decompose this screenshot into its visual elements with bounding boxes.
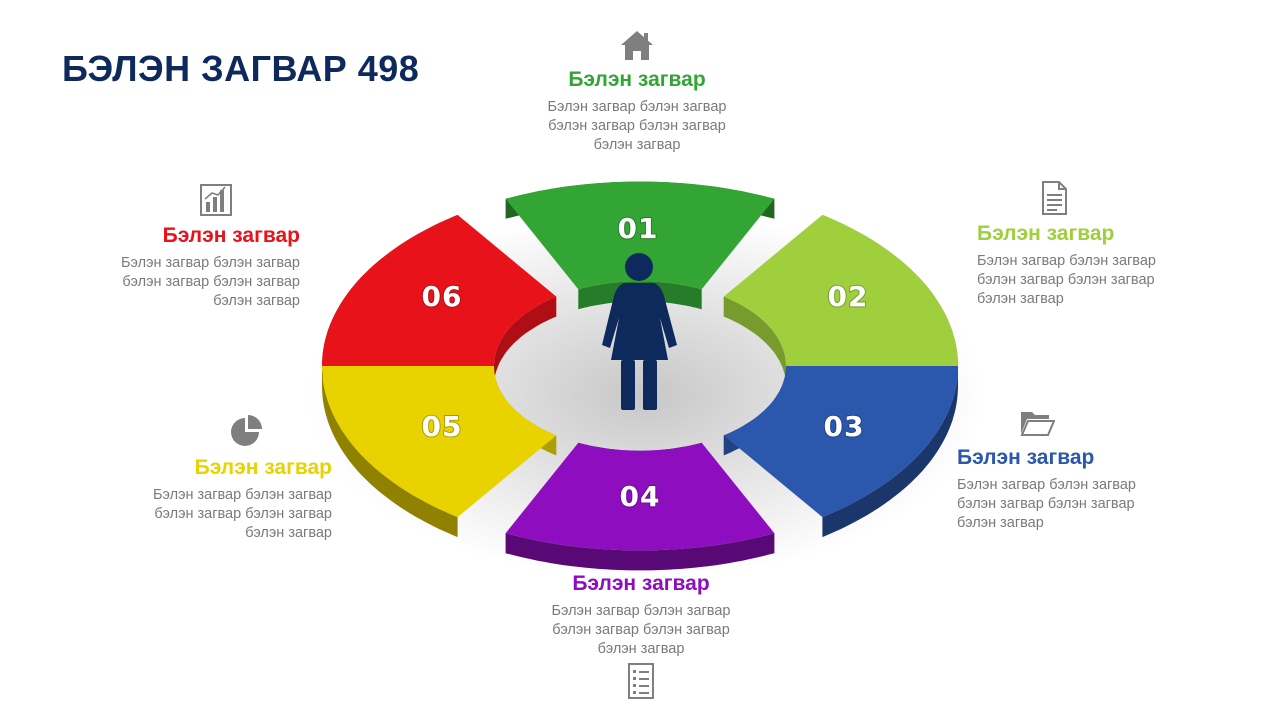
segment-02-number: 02 — [828, 280, 869, 313]
segment-06-text: Бэлэн загвар бэлэн загвар бэлэн загвар б… — [121, 255, 300, 309]
segment-01-info: Бэлэн загвар Бэлэн загвар бэлэн загвар б… — [517, 28, 757, 155]
segment-05-number: 05 — [422, 410, 463, 443]
segment-02-top — [723, 214, 958, 366]
segment-01-top — [505, 181, 775, 290]
segment-02-heading: Бэлэн загвар — [977, 222, 1115, 245]
segment-01-text: Бэлэн загвар бэлэн загвар бэлэн загвар б… — [547, 99, 727, 153]
segment-06-inner-side — [494, 296, 557, 386]
segment-04-text: Бэлэн загвар бэлэн загвар бэлэн загвар б… — [551, 603, 731, 657]
segment-04-info: Бэлэн загвар Бэлэн загвар бэлэн загвар б… — [521, 572, 761, 699]
home-icon — [621, 31, 653, 60]
bar-chart-icon — [200, 184, 232, 216]
woman-icon — [602, 253, 677, 410]
document-icon — [1042, 181, 1067, 215]
segment-05-top — [322, 366, 557, 518]
segment-05-outer-side — [322, 366, 458, 538]
segment-01-number: 01 — [618, 212, 659, 245]
folder-icon — [1020, 412, 1055, 436]
segment-03-outer-side — [822, 366, 958, 538]
ring-tops — [322, 181, 958, 551]
segment-06-info: Бэлэн загвар Бэлэн загвар бэлэн загвар б… — [60, 182, 300, 311]
segment-03-text: Бэлэн загвар бэлэн загвар бэлэн загвар б… — [957, 477, 1136, 531]
segment-04-top — [505, 442, 775, 551]
segment-05-text: Бэлэн загвар бэлэн загвар бэлэн загвар б… — [153, 487, 332, 541]
segment-04-number: 04 — [620, 480, 661, 513]
segment-05-heading: Бэлэн загвар — [194, 456, 332, 479]
segment-02-info: Бэлэн загвар Бэлэн загвар бэлэн загвар б… — [977, 180, 1217, 309]
segment-03-number: 03 — [824, 410, 865, 443]
segment-03-info: Бэлэн загвар Бэлэн загвар бэлэн загвар б… — [957, 404, 1197, 533]
segment-06-top — [322, 214, 557, 366]
segment-03-top — [723, 366, 958, 518]
segment-04-heading: Бэлэн загвар — [572, 572, 710, 595]
ring-numbers: 01 02 03 04 05 06 — [421, 211, 869, 514]
segment-06-heading: Бэлэн загвар — [162, 224, 300, 247]
segment-05-info: Бэлэн загвар Бэлэн загвар бэлэн загвар б… — [92, 414, 332, 543]
segment-03-heading: Бэлэн загвар — [957, 446, 1095, 469]
page-title: БЭЛЭН ЗАГВАР 498 — [62, 48, 420, 89]
segment-06-number: 06 — [422, 280, 463, 313]
checklist-icon — [628, 663, 654, 699]
pie-chart-icon — [231, 415, 262, 446]
segment-02-text: Бэлэн загвар бэлэн загвар бэлэн загвар б… — [977, 253, 1156, 307]
segment-04-outer-side — [505, 533, 775, 571]
segment-01-heading: Бэлэн загвар — [568, 68, 706, 91]
segment-02-inner-side — [723, 296, 786, 386]
